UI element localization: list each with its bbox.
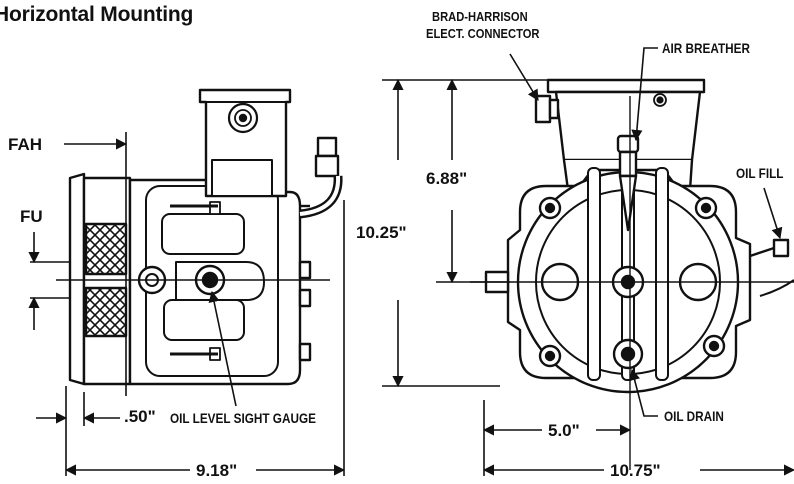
front-view <box>484 78 794 394</box>
front-corner-bolts <box>538 196 726 368</box>
side-flange <box>68 172 132 386</box>
front-dimensions <box>382 47 794 476</box>
oil-level-sight-gauge-label: OIL LEVEL SIGHT GAUGE <box>170 410 316 426</box>
dim-50-side: .50" <box>124 407 156 426</box>
page-title: Horizontal Mounting <box>0 3 194 26</box>
side-dimensions <box>28 132 346 476</box>
fu-label: FU <box>20 207 43 226</box>
brad-harrison-label-line1: BRAD-HARRISON <box>432 9 528 24</box>
brad-harrison-connector <box>534 94 560 124</box>
dim-50-front: 5.0" <box>548 421 580 440</box>
side-view <box>68 88 343 386</box>
oil-drain-label: OIL DRAIN <box>664 408 724 424</box>
oil-fill-label: OIL FILL <box>736 165 784 181</box>
dim-1075: 10.75" <box>610 461 661 480</box>
dim-1025: 10.25" <box>356 223 407 242</box>
side-junction-box <box>198 88 292 198</box>
brad-harrison-label-line2: ELECT. CONNECTOR <box>426 26 540 41</box>
air-breather-label: AIR BREATHER <box>662 40 750 56</box>
lower-filter-screen <box>84 286 128 338</box>
dim-688: 6.88" <box>426 169 468 188</box>
upper-filter-screen <box>84 222 128 276</box>
front-bosses <box>540 262 718 370</box>
dim-918: 9.18" <box>196 461 238 480</box>
side-cable-connector <box>299 136 343 219</box>
air-breather <box>616 134 640 232</box>
fah-label: FAH <box>8 135 42 154</box>
